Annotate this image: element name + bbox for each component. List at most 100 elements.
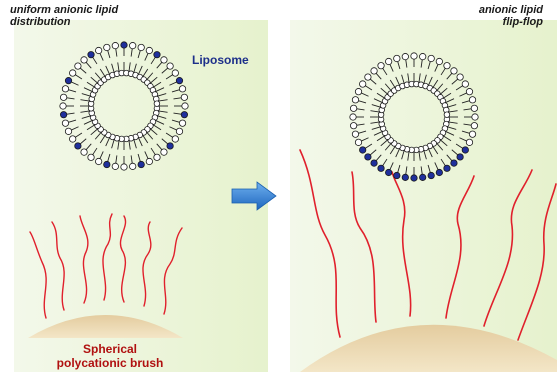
- anionic-lipid-head: [60, 111, 66, 117]
- neutral-lipid-head: [154, 154, 160, 160]
- anionic-lipid-head: [371, 160, 377, 166]
- anionic-lipid-head: [402, 174, 408, 180]
- anionic-lipid-head: [428, 172, 434, 178]
- label-brush-line1: Spherical: [40, 342, 180, 356]
- neutral-lipid-head: [81, 57, 87, 63]
- neutral-lipid-head: [182, 103, 188, 109]
- neutral-lipid-head: [146, 47, 152, 53]
- anionic-lipid-head: [444, 165, 450, 171]
- anionic-lipid-head: [451, 160, 457, 166]
- neutral-lipid-head: [146, 158, 152, 164]
- neutral-lipid-head: [451, 68, 457, 74]
- anionic-lipid-head: [365, 154, 371, 160]
- anionic-lipid-head: [462, 147, 468, 153]
- neutral-lipid-head: [444, 62, 450, 68]
- anionic-lipid-head: [457, 154, 463, 160]
- neutral-lipid-head: [121, 164, 127, 170]
- neutral-lipid-head: [350, 105, 356, 111]
- right-panel: [290, 20, 557, 372]
- anionic-lipid-head: [436, 169, 442, 175]
- neutral-lipid-head: [161, 57, 167, 63]
- anionic-lipid-head: [65, 77, 71, 83]
- neutral-lipid-head: [385, 58, 391, 64]
- neutral-lipid-head: [419, 53, 425, 59]
- neutral-lipid-head: [428, 55, 434, 61]
- neutral-lipid-head: [129, 42, 135, 48]
- neutral-lipid-head: [352, 97, 358, 103]
- neutral-lipid-head: [378, 62, 384, 68]
- neutral-lipid-head: [75, 63, 81, 69]
- label-uniform-line1: uniform anionic lipid: [10, 4, 150, 16]
- neutral-lipid-head: [444, 112, 450, 118]
- neutral-lipid-head: [466, 139, 472, 145]
- neutral-lipid-head: [350, 114, 356, 120]
- neutral-lipid-head: [62, 86, 68, 92]
- neutral-lipid-head: [95, 47, 101, 53]
- anionic-lipid-head: [88, 51, 94, 57]
- label-spherical-brush: Spherical polycationic brush: [40, 342, 180, 370]
- anionic-lipid-head: [181, 111, 187, 117]
- neutral-lipid-head: [60, 103, 66, 109]
- anionic-lipid-head: [385, 169, 391, 175]
- neutral-lipid-head: [350, 122, 356, 128]
- neutral-lipid-head: [154, 101, 160, 107]
- neutral-lipid-head: [469, 131, 475, 137]
- neutral-lipid-head: [394, 55, 400, 61]
- neutral-lipid-head: [471, 105, 477, 111]
- neutral-lipid-head: [167, 63, 173, 69]
- neutral-lipid-head: [371, 68, 377, 74]
- neutral-lipid-head: [352, 131, 358, 137]
- label-uniform-line2: distribution: [10, 16, 150, 28]
- anionic-lipid-head: [419, 174, 425, 180]
- anionic-lipid-head: [176, 77, 182, 83]
- neutral-lipid-head: [112, 163, 118, 169]
- neutral-lipid-head: [402, 53, 408, 59]
- label-flip-line1: anionic lipid: [443, 4, 543, 16]
- anionic-lipid-head: [394, 172, 400, 178]
- anionic-lipid-head: [75, 143, 81, 149]
- neutral-lipid-head: [355, 139, 361, 145]
- neutral-lipid-head: [88, 154, 94, 160]
- neutral-lipid-head: [69, 136, 75, 142]
- neutral-lipid-head: [138, 44, 144, 50]
- neutral-lipid-head: [179, 120, 185, 126]
- anionic-lipid-head: [167, 143, 173, 149]
- neutral-lipid-head: [179, 86, 185, 92]
- left-panel: [14, 20, 268, 372]
- neutral-lipid-head: [60, 94, 66, 100]
- neutral-lipid-head: [472, 114, 478, 120]
- anionic-lipid-head: [121, 42, 127, 48]
- anionic-lipid-head: [138, 161, 144, 167]
- label-flip-flop: anionic lipid flip-flop: [443, 4, 543, 28]
- neutral-lipid-head: [112, 42, 118, 48]
- neutral-lipid-head: [62, 120, 68, 126]
- anionic-lipid-head: [154, 51, 160, 57]
- anionic-lipid-head: [104, 161, 110, 167]
- neutral-lipid-head: [161, 149, 167, 155]
- neutral-lipid-head: [172, 70, 178, 76]
- label-liposome: Liposome: [192, 54, 249, 66]
- neutral-lipid-head: [181, 94, 187, 100]
- neutral-lipid-head: [436, 58, 442, 64]
- neutral-lipid-head: [95, 158, 101, 164]
- anionic-lipid-head: [378, 165, 384, 171]
- label-uniform-distribution: uniform anionic lipid distribution: [10, 4, 150, 28]
- neutral-lipid-head: [129, 163, 135, 169]
- neutral-lipid-head: [469, 97, 475, 103]
- anionic-lipid-head: [359, 147, 365, 153]
- anionic-lipid-head: [411, 175, 417, 181]
- neutral-lipid-head: [65, 128, 71, 134]
- neutral-lipid-head: [81, 149, 87, 155]
- neutral-lipid-head: [359, 81, 365, 87]
- neutral-lipid-head: [462, 81, 468, 87]
- neutral-lipid-head: [69, 70, 75, 76]
- neutral-lipid-head: [172, 136, 178, 142]
- neutral-lipid-head: [104, 44, 110, 50]
- label-brush-line2: polycationic brush: [40, 356, 180, 370]
- neutral-lipid-head: [457, 74, 463, 80]
- neutral-lipid-head: [466, 88, 472, 94]
- neutral-lipid-head: [471, 122, 477, 128]
- neutral-lipid-head: [176, 128, 182, 134]
